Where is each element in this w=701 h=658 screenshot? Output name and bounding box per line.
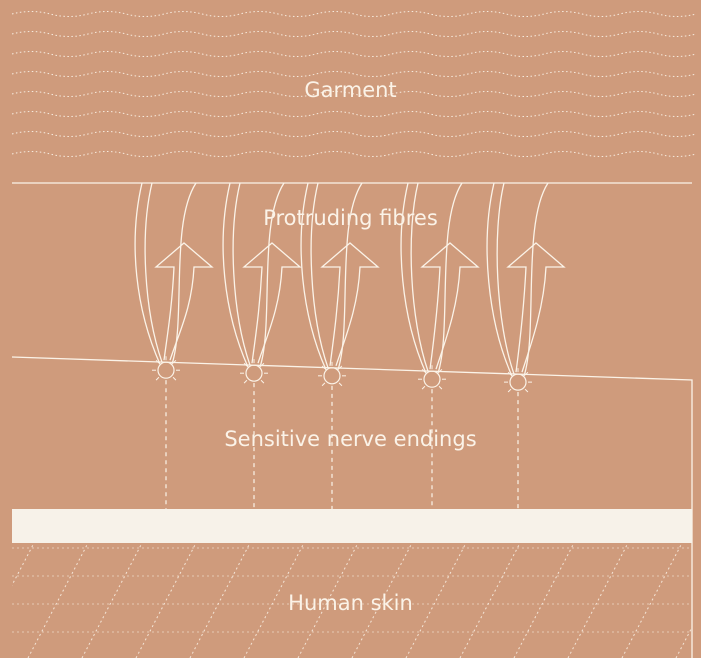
protruding-fibres-label: Protruding fibres	[0, 208, 701, 229]
nerve-ray	[322, 383, 325, 386]
nerve-ray	[422, 386, 425, 389]
garment-label: Garment	[0, 80, 701, 101]
fibre-arrow-up	[156, 243, 212, 360]
nerve-ending-circle	[510, 374, 526, 390]
nerve-ending-circle	[246, 365, 262, 381]
fibre-arrow-up	[244, 243, 300, 363]
fibre-arrow-up	[422, 243, 478, 369]
fibre-arrow-up	[322, 243, 378, 366]
nerve-ray	[173, 377, 176, 380]
nerve-ray	[261, 380, 264, 383]
nerve-ray	[508, 389, 511, 392]
garment-wave-line	[12, 52, 696, 57]
garment-wave-line	[12, 72, 696, 77]
sensitive-nerve-endings-label: Sensitive nerve endings	[0, 429, 701, 450]
nerve-ray	[439, 386, 442, 389]
nerve-ray	[156, 377, 159, 380]
human-skin-label: Human skin	[0, 593, 701, 614]
garment-wave-line	[12, 12, 696, 17]
nerve-ray	[339, 383, 342, 386]
garment-wave-line	[12, 32, 696, 37]
nerve-ending-circle	[324, 368, 340, 384]
nerve-ending-circle	[158, 362, 174, 378]
fibre-arrow-up	[508, 243, 564, 372]
garment-wave-line	[12, 132, 696, 137]
garment-wave-line	[12, 152, 696, 157]
nerve-ray	[244, 380, 247, 383]
nerve-ray	[525, 389, 528, 392]
garment-wave-line	[12, 112, 696, 117]
nerve-ending-circle	[424, 371, 440, 387]
skin-surface-band	[12, 509, 692, 543]
